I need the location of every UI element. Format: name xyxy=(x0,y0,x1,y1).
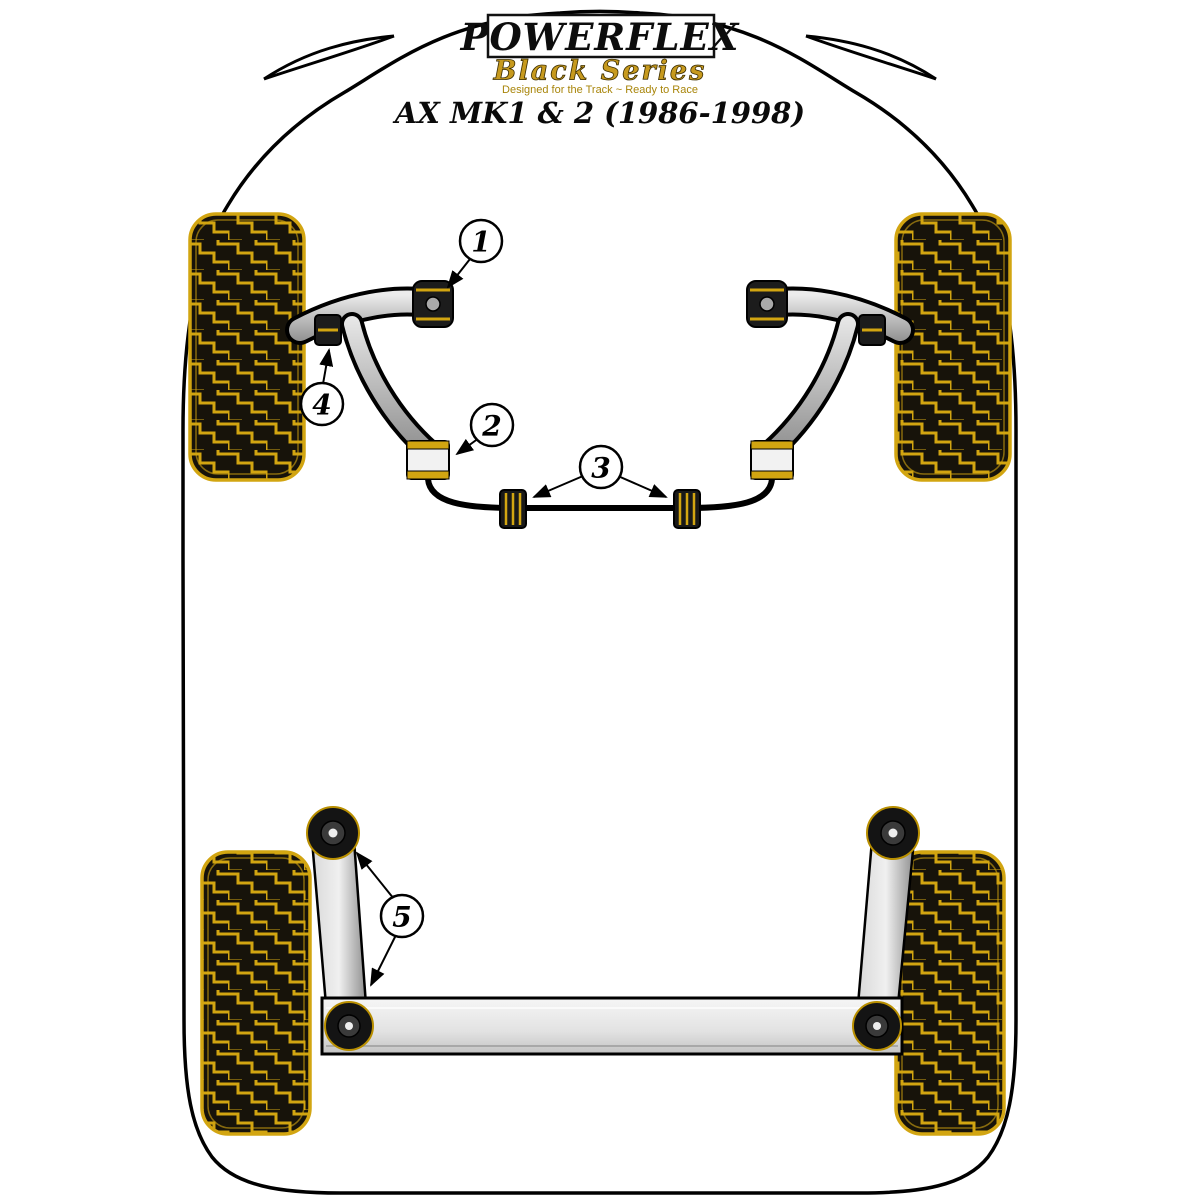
callout-5-arrow-down xyxy=(370,934,397,987)
anti-roll-bar xyxy=(425,478,775,511)
rear-beam-mount-bushing-right xyxy=(852,1001,902,1051)
callout-5: 5 xyxy=(355,851,425,987)
brand-logo: POWERFLEX Black Series Designed for the … xyxy=(460,13,740,96)
callout-3: 3 xyxy=(532,444,668,498)
anti-roll-bar-clamp-right xyxy=(673,489,701,529)
tire-front-right xyxy=(894,212,1012,482)
front-arm-rear-bushing-left xyxy=(406,440,450,480)
callout-3-arrow-right xyxy=(617,475,668,498)
callout-4: 4 xyxy=(299,348,345,427)
callout-4-arrow xyxy=(319,348,334,385)
front-suspension-left xyxy=(285,280,454,480)
callout-2-number: 2 xyxy=(481,410,501,443)
callout-1: 1 xyxy=(446,218,504,289)
callout-3-number: 3 xyxy=(591,452,610,485)
front-arm-front-bushing-left xyxy=(412,280,454,328)
model-title: AX MK1 & 2 (1986-1998) xyxy=(392,96,805,130)
tire-rear-left xyxy=(200,850,312,1136)
series-name: Black Series xyxy=(493,56,707,87)
callout-3-arrow-left xyxy=(532,475,584,498)
hood-detail-left xyxy=(263,34,395,81)
callout-5-number: 5 xyxy=(392,901,411,934)
inner-track-control-arm-bushing-right xyxy=(858,314,886,346)
tire-rear-right xyxy=(894,850,1006,1136)
callout-1-arrow xyxy=(446,258,471,289)
front-arm-front-bushing-right xyxy=(746,280,788,328)
callout-5-arrow-up xyxy=(355,851,395,900)
rear-beam-assembly xyxy=(306,806,920,1056)
callout-1-number: 1 xyxy=(471,226,490,259)
rear-cross-beam xyxy=(320,996,904,1056)
front-arm-rear-bushing-right xyxy=(750,440,794,480)
inner-track-control-arm-bushing-left xyxy=(314,314,342,346)
anti-roll-bar-clamp-left xyxy=(499,489,527,529)
callout-2: 2 xyxy=(455,402,515,456)
rear-beam-mount-bushing-left xyxy=(324,1001,374,1051)
callout-2-arrow xyxy=(455,437,480,456)
rear-beam-pivot-bushing-left xyxy=(306,806,360,860)
rear-beam-pivot-bushing-right xyxy=(866,806,920,860)
brand-tagline: Designed for the Track ~ Ready to Race xyxy=(502,84,698,96)
brand-logo-box xyxy=(486,13,716,59)
hood-detail-right xyxy=(805,34,937,81)
front-suspension-right xyxy=(746,280,915,480)
brand-name: POWERFLEX xyxy=(460,15,740,59)
callout-4-number: 4 xyxy=(312,389,331,422)
tire-front-left xyxy=(188,212,306,482)
